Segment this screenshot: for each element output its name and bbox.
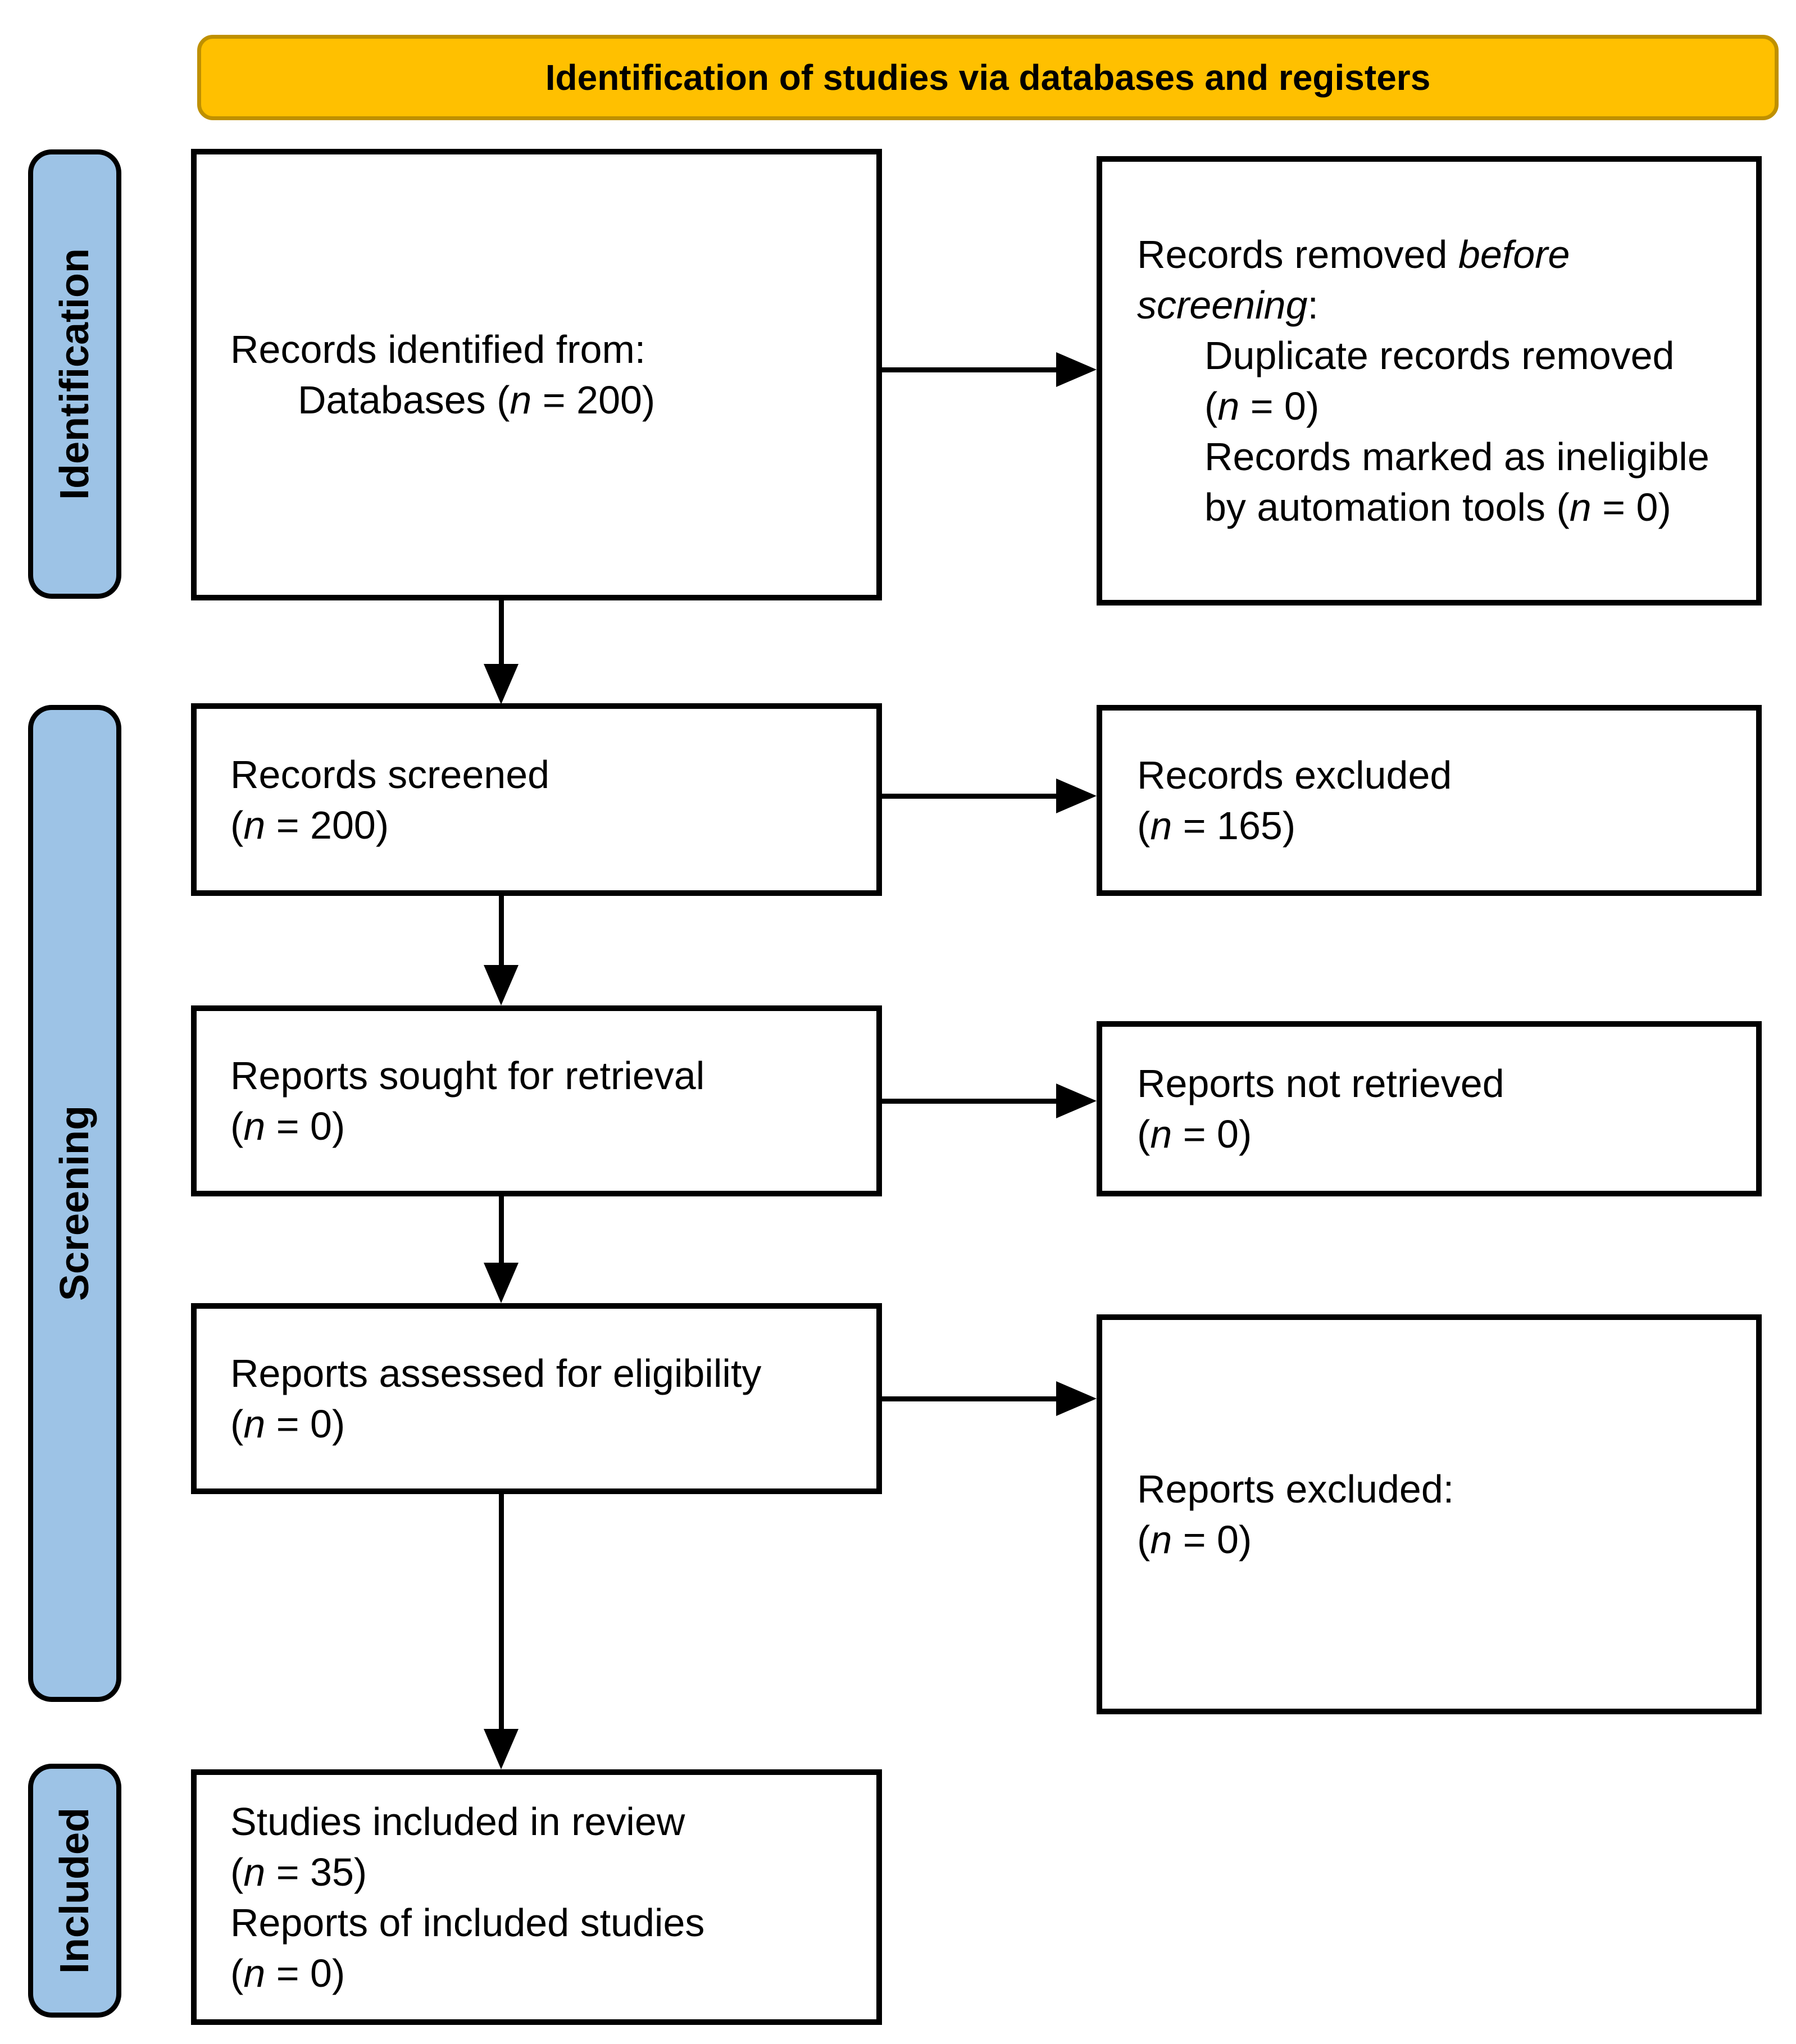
arrow-shaft <box>882 1099 1059 1104</box>
text-line: Records identified from: <box>230 327 646 371</box>
text-line: Duplicate records removed <box>1204 334 1675 377</box>
arrow-head-icon <box>484 1263 519 1303</box>
banner-title-text: Identification of studies via databases … <box>545 57 1431 98</box>
arrow-head-icon <box>1056 779 1097 813</box>
arrow-shaft <box>499 1494 504 1730</box>
arrow-head-icon <box>1056 1084 1097 1118</box>
text-line: Reports excluded: <box>1137 1467 1454 1511</box>
box-reports-sought: Reports sought for retrieval (n = 0) <box>191 1005 882 1196</box>
arrow-shaft <box>882 794 1059 799</box>
arrow-head-icon <box>1056 352 1097 387</box>
box-reports-not-retrieved: Reports not retrieved (n = 0) <box>1097 1021 1762 1196</box>
stage-label-included-text: Included <box>52 1807 97 1974</box>
box-reports-excluded: Reports excluded: (n = 0) <box>1097 1314 1762 1714</box>
arrow-shaft <box>499 1196 504 1264</box>
text-line: Reports not retrieved <box>1137 1062 1504 1105</box>
arrow-shaft <box>499 896 504 966</box>
stage-label-screening: Screening <box>28 705 121 1702</box>
text-line: Reports of included studies <box>230 1900 705 1945</box>
text-line: (n = 0) <box>230 1951 345 1995</box>
box-records-removed-before-screening: Records removed before screening: Duplicat… <box>1097 156 1762 606</box>
arrow-shaft <box>499 600 504 665</box>
box-reports-assessed: Reports assessed for eligibility (n = 0) <box>191 1303 882 1494</box>
stage-label-identification: Identification <box>28 149 121 599</box>
stage-label-screening-text: Screening <box>52 1105 97 1301</box>
arrow-head-icon <box>1056 1381 1097 1416</box>
arrow-shaft <box>882 1396 1059 1401</box>
text-line: (n = 0) <box>1204 384 1320 428</box>
arrow-head-icon <box>484 1729 519 1769</box>
text-line: (n = 165) <box>1137 804 1296 848</box>
arrow-head-icon <box>484 965 519 1005</box>
box-records-excluded: Records excluded (n = 165) <box>1097 705 1762 896</box>
text-line: (n = 0) <box>230 1402 345 1446</box>
text-line: (n = 0) <box>1137 1518 1252 1562</box>
text-line: Reports assessed for eligibility <box>230 1351 762 1395</box>
text-line: Records excluded <box>1137 753 1452 797</box>
box-studies-included: Studies included in review (n = 35) Report… <box>191 1769 882 2025</box>
text-line: (n = 0) <box>1137 1112 1252 1156</box>
text-line: Databases (n = 200) <box>298 378 656 422</box>
text-line: (n = 35) <box>230 1850 367 1894</box>
text-line: by automation tools (n = 0) <box>1204 485 1671 529</box>
stage-label-identification-text: Identification <box>52 248 97 500</box>
banner-title: Identification of studies via databases … <box>197 35 1779 120</box>
arrow-shaft <box>882 367 1059 372</box>
text-line: screening: <box>1137 283 1318 327</box>
text-line: Reports sought for retrieval <box>230 1054 705 1098</box>
text-line: Records marked as ineligible <box>1204 435 1709 479</box>
box-records-screened: Records screened (n = 200) <box>191 703 882 896</box>
text-line: (n = 0) <box>230 1104 345 1148</box>
text-line: (n = 200) <box>230 803 389 847</box>
text-line: Records removed before <box>1137 233 1570 276</box>
box-records-identified: Records identified from: Databases (n = 2… <box>191 149 882 600</box>
arrow-head-icon <box>484 664 519 704</box>
stage-label-included: Included <box>28 1764 121 2018</box>
text-line: Studies included in review <box>230 1799 685 1843</box>
text-line: Records screened <box>230 752 550 796</box>
